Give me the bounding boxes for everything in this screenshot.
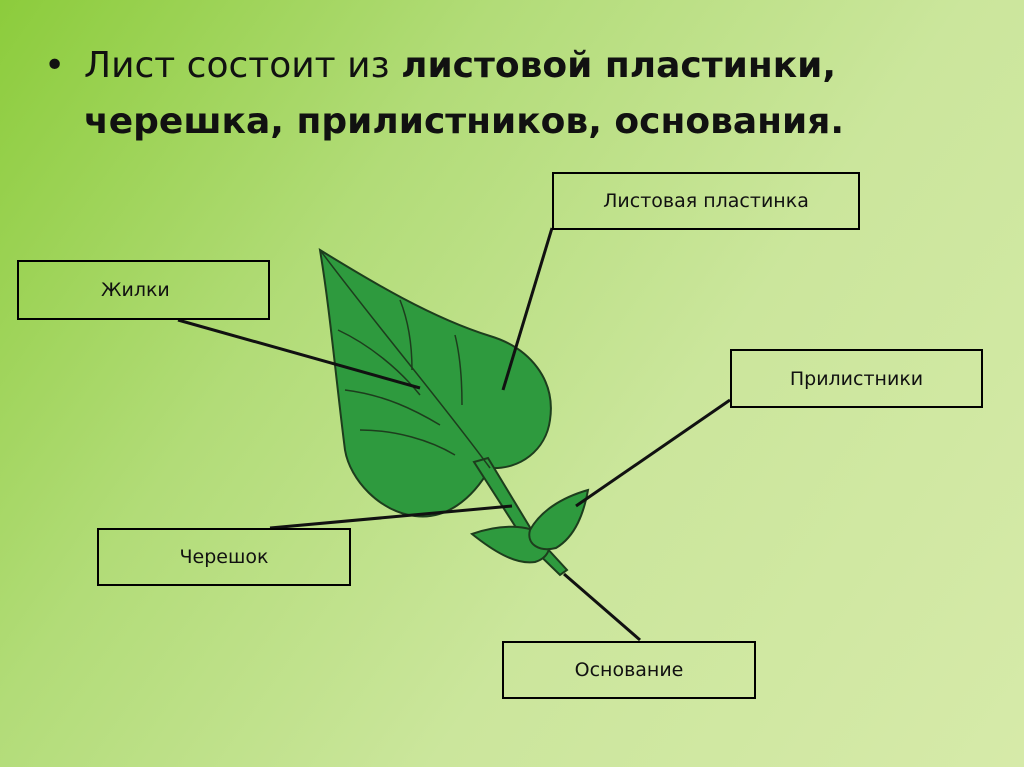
title-text: Лист состоит из листовой пластинки, чере… (84, 38, 1000, 150)
label-veins: Жилки (17, 260, 270, 320)
slide-title: • Лист состоит из листовой пластинки, че… (40, 38, 1000, 150)
label-stipules: Прилистники (730, 349, 983, 408)
pointer-stipules (575, 398, 731, 508)
pointer-blade (501, 227, 554, 391)
title-bold: листовой пластинки, черешка, прилистнико… (84, 45, 845, 142)
pointer-base (563, 572, 641, 642)
pointer-veins (177, 318, 421, 390)
pointer-petiole (269, 504, 513, 530)
label-base: Основание (502, 641, 756, 699)
stipule-right (528, 488, 590, 550)
label-leaf-blade: Листовая пластинка (552, 172, 860, 230)
label-petiole: Черешок (97, 528, 351, 586)
title-normal: Лист состоит из (84, 45, 402, 86)
pointer-lines (177, 227, 731, 642)
leaf-blade (318, 247, 552, 518)
bullet: • (44, 45, 66, 86)
